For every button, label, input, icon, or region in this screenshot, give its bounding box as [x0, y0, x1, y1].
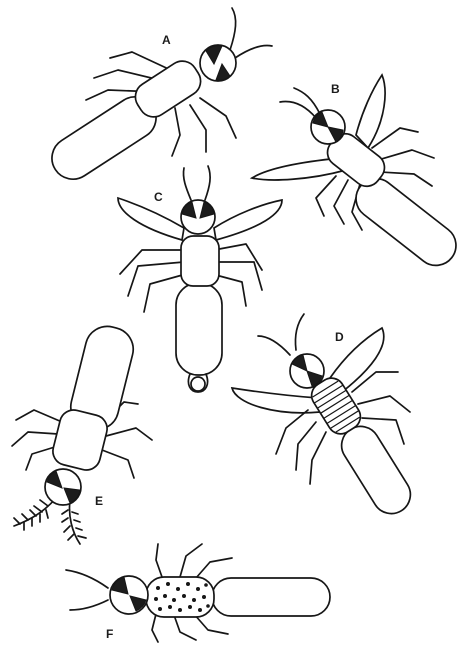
label-f: F — [106, 627, 113, 641]
insect-d-leg — [296, 422, 316, 470]
insect-c-wing — [118, 198, 184, 240]
insect-c-thorax — [181, 236, 219, 286]
insect-a: A — [44, 8, 272, 187]
insect-b-leg — [378, 150, 434, 160]
insect-f-leg — [152, 614, 158, 642]
insect-e-thorax — [50, 407, 110, 473]
insect-d-wing — [232, 388, 320, 413]
insect-f-antenna — [66, 570, 108, 588]
insect-c-leg — [128, 262, 184, 296]
label-e: E — [95, 494, 103, 508]
insect-f-leg — [196, 558, 232, 578]
insect-e-leg — [12, 432, 58, 446]
insect-d-leg — [310, 432, 326, 484]
insect-f: F — [66, 544, 330, 642]
insect-e-antenna-bristles — [14, 500, 48, 530]
insect-a-antenna — [235, 46, 272, 59]
insect-b-leg — [334, 180, 348, 224]
insect-b: B — [252, 75, 458, 273]
insect-c-antenna — [183, 168, 191, 200]
insect-d-leg — [276, 410, 308, 454]
insect-e-leg — [16, 410, 62, 422]
label-d: D — [335, 330, 344, 344]
insect-a-antenna — [230, 8, 236, 50]
insect-f-leg — [180, 544, 202, 577]
insect-e-leg — [106, 428, 152, 440]
insect-d-antenna — [258, 336, 290, 355]
insect-e-antenna-bristles — [62, 510, 86, 540]
insect-c-tail — [191, 377, 205, 391]
insect-d: D — [232, 314, 418, 521]
insect-e-antenna — [14, 498, 56, 526]
insect-d-antenna — [295, 314, 304, 350]
insect-b-antenna — [280, 102, 316, 118]
insect-a-leg — [190, 105, 206, 152]
insect-f-leg — [156, 544, 162, 577]
insect-f-abdomen — [212, 578, 330, 616]
label-b: B — [331, 82, 340, 96]
insect-f-leg — [174, 615, 196, 640]
insect-b-leg — [316, 176, 336, 216]
insect-c-abdomen — [176, 283, 222, 375]
insect-e-leg — [102, 450, 134, 478]
label-c: C — [154, 190, 163, 204]
insect-d-abdomen — [334, 419, 417, 521]
insect-d-leg — [358, 396, 410, 412]
insect-f-antenna — [70, 600, 108, 610]
insect-b-leg — [372, 128, 418, 148]
insect-c-wing — [214, 200, 282, 240]
insect-a-leg — [172, 108, 180, 156]
insect-f-thorax — [146, 577, 214, 617]
insect-e: E — [12, 322, 152, 544]
insect-c: C — [118, 166, 282, 392]
insect-b-wing — [356, 75, 385, 148]
label-a: A — [162, 33, 171, 47]
insect-c-antenna — [205, 166, 210, 200]
